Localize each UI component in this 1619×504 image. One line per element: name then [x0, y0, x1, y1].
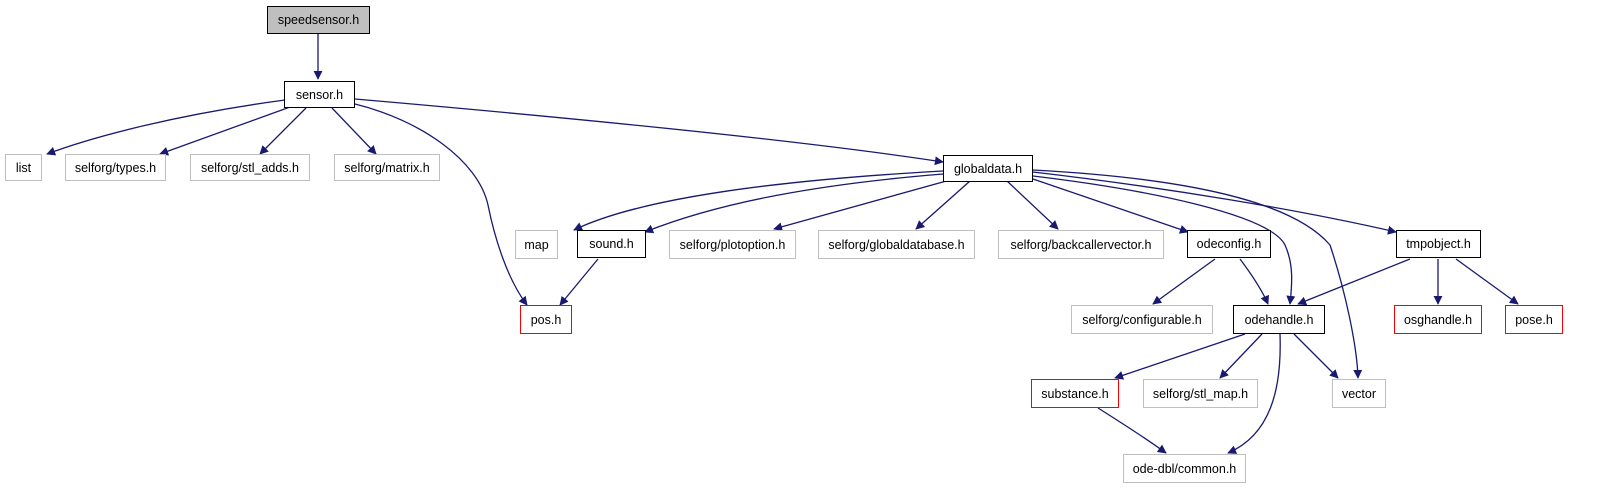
edge-sensor-pos — [354, 103, 528, 306]
node-stl_map: selforg/stl_map.h — [1143, 379, 1258, 408]
node-map: map — [515, 230, 558, 259]
node-stl_adds: selforg/stl_adds.h — [190, 154, 310, 181]
node-substance[interactable]: substance.h — [1031, 379, 1119, 408]
node-matrix: selforg/matrix.h — [334, 154, 440, 181]
edge-globaldata-odehandle — [1032, 175, 1296, 305]
edge-sensor-list — [46, 99, 286, 156]
edge-sound-pos — [559, 258, 599, 306]
edge-sensor-matrix — [331, 107, 377, 155]
edge-odehandle-substance — [1114, 333, 1246, 380]
edge-sensor-types — [159, 106, 291, 156]
edge-odehandle-common — [1227, 333, 1281, 454]
node-globaldata[interactable]: globaldata.h — [943, 155, 1033, 182]
edge-globaldata-map — [573, 170, 944, 231]
node-backcallervector: selforg/backcallervector.h — [998, 230, 1164, 259]
edge-substance-common — [1097, 407, 1167, 454]
node-sensor[interactable]: sensor.h — [284, 81, 355, 108]
edge-globaldata-vector — [1032, 169, 1363, 379]
edge-tmpobject-pose — [1455, 258, 1519, 305]
node-types: selforg/types.h — [65, 154, 166, 181]
node-configurable: selforg/configurable.h — [1071, 305, 1213, 334]
node-list: list — [5, 154, 42, 181]
node-vector: vector — [1332, 379, 1386, 408]
node-tmpobject[interactable]: tmpobject.h — [1396, 230, 1481, 258]
edge-globaldata-plotoption — [773, 179, 951, 232]
edge-sensor-stl_adds — [259, 107, 307, 155]
edge-globaldata-tmpobject — [1032, 171, 1397, 235]
edge-odehandle-stl_map — [1219, 333, 1263, 379]
node-speedsensor: speedsensor.h — [267, 6, 370, 34]
edge-odeconfig-odehandle — [1239, 258, 1269, 305]
edge-globaldata-odeconfig — [1032, 178, 1189, 234]
edge-globaldata-backcallervector — [1006, 180, 1059, 230]
edge-odeconfig-configurable — [1152, 258, 1216, 305]
node-odehandle[interactable]: odehandle.h — [1233, 305, 1325, 334]
node-common: ode-dbl/common.h — [1123, 454, 1246, 483]
edge-globaldata-sound — [644, 173, 944, 234]
edge-globaldata-globaldatabase — [915, 180, 971, 230]
edge-odehandle-vector — [1293, 333, 1339, 379]
edge-sensor-globaldata — [354, 98, 944, 166]
node-osghandle[interactable]: osghandle.h — [1394, 305, 1482, 334]
node-odeconfig[interactable]: odeconfig.h — [1187, 230, 1271, 258]
node-pose[interactable]: pose.h — [1505, 305, 1563, 334]
node-sound[interactable]: sound.h — [577, 230, 646, 258]
edge-tmpobject-odehandle — [1297, 258, 1411, 306]
node-plotoption: selforg/plotoption.h — [669, 230, 796, 259]
node-pos[interactable]: pos.h — [520, 305, 572, 334]
node-globaldatabase: selforg/globaldatabase.h — [818, 230, 975, 259]
